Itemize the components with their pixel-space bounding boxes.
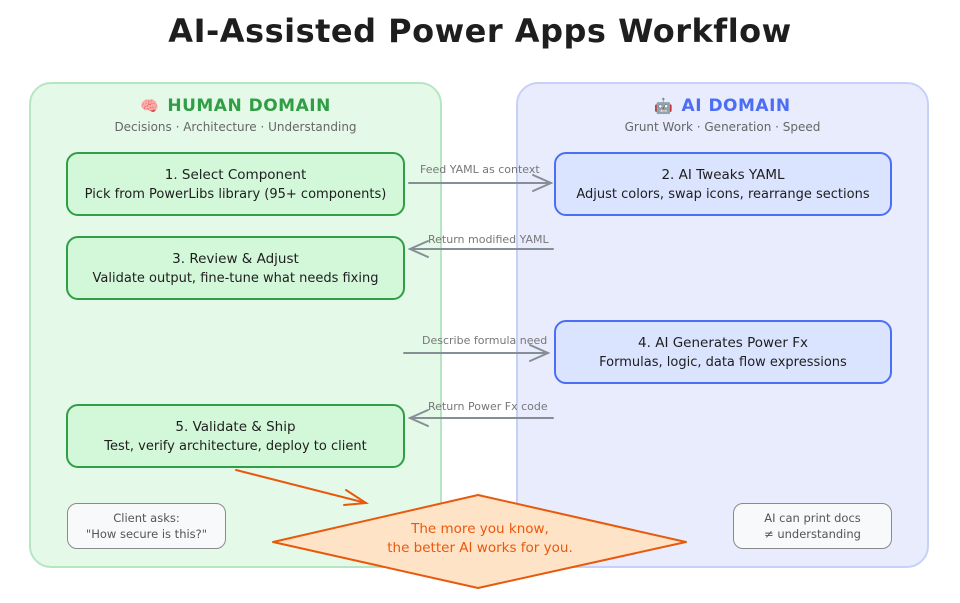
callout-text: The more you know, the better AI works f… <box>387 521 573 556</box>
step-1-select-component[interactable]: 1. Select Component Pick from PowerLibs … <box>66 152 405 216</box>
step-title: 2. AI Tweaks YAML <box>661 166 785 183</box>
step-5-validate-ship[interactable]: 5. Validate & Ship Test, verify architec… <box>66 404 405 468</box>
human-domain-title: HUMAN DOMAIN <box>167 96 331 116</box>
step-description: Validate output, fine-tune what needs fi… <box>92 270 379 286</box>
ai-domain-title: AI DOMAIN <box>681 96 791 116</box>
arrow-to-callout <box>235 469 369 506</box>
step-description: Pick from PowerLibs library (95+ compone… <box>84 186 387 202</box>
arrow-label-return-yaml: Return modified YAML <box>428 233 549 246</box>
step-description: Adjust colors, swap icons, rearrange sec… <box>576 186 870 202</box>
human-domain-subtitle: Decisions · Architecture · Understanding <box>114 120 357 134</box>
step-2-ai-tweaks-yaml[interactable]: 2. AI Tweaks YAML Adjust colors, swap ic… <box>554 152 892 216</box>
step-3-review-adjust[interactable]: 3. Review & Adjust Validate output, fine… <box>66 236 405 300</box>
step-title: 3. Review & Adjust <box>172 250 299 267</box>
step-title: 4. AI Generates Power Fx <box>638 334 808 351</box>
robot-icon: 🤖 <box>654 97 674 115</box>
brain-icon: 🧠 <box>140 97 160 115</box>
arrow-label-describe-formula: Describe formula need <box>422 334 548 347</box>
arrow-feed-yaml <box>408 174 554 192</box>
arrow-return-power-fx <box>407 409 554 427</box>
step-description: Formulas, logic, data flow expressions <box>599 354 847 370</box>
arrow-label-feed-yaml: Feed YAML as context <box>420 163 540 176</box>
callout-diamond <box>272 494 687 589</box>
ai-docs-note: AI can print docs ≠ understanding <box>733 503 892 549</box>
arrow-label-return-power-fx: Return Power Fx code <box>428 400 548 413</box>
diagram-title: AI-Assisted Power Apps Workflow <box>168 12 792 50</box>
ai-domain-subtitle: Grunt Work · Generation · Speed <box>624 120 821 134</box>
arrow-return-yaml <box>407 240 554 258</box>
step-description: Test, verify architecture, deploy to cli… <box>104 438 367 454</box>
client-question-note: Client asks: "How secure is this?" <box>67 503 226 549</box>
step-4-ai-generates-power-fx[interactable]: 4. AI Generates Power Fx Formulas, logic… <box>554 320 892 384</box>
arrow-describe-formula <box>403 344 551 362</box>
step-title: 1. Select Component <box>164 166 307 183</box>
step-title: 5. Validate & Ship <box>175 418 296 435</box>
